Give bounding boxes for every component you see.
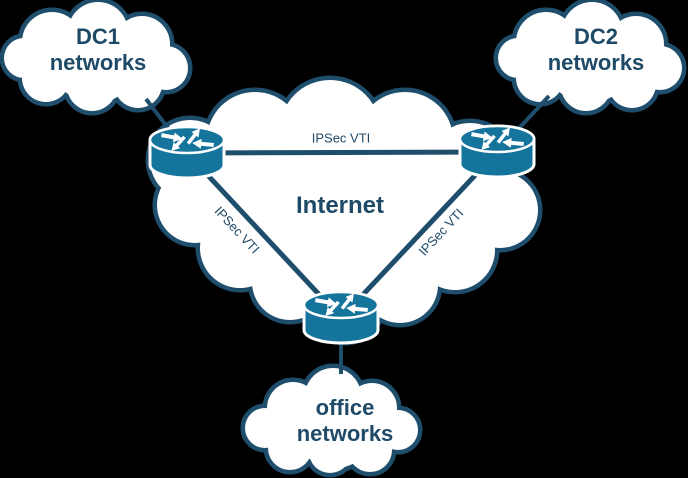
ipsec-link-dc2-office xyxy=(339,150,499,320)
office-cloud-label: office networks xyxy=(296,395,394,446)
router-icon xyxy=(304,291,378,343)
ipsec-link-dc1-dc2 xyxy=(186,149,498,156)
dc1-cloud-label: DC1 networks xyxy=(49,24,147,75)
router-icon xyxy=(150,126,224,178)
ipsec-vti-label-top: IPSec VTI xyxy=(311,130,371,146)
router-icon xyxy=(460,125,534,177)
dc2-cloud-label: DC2 networks xyxy=(547,24,645,75)
internet-cloud-label: Internet xyxy=(295,192,385,219)
ipsec-link-dc1-office xyxy=(185,151,343,320)
